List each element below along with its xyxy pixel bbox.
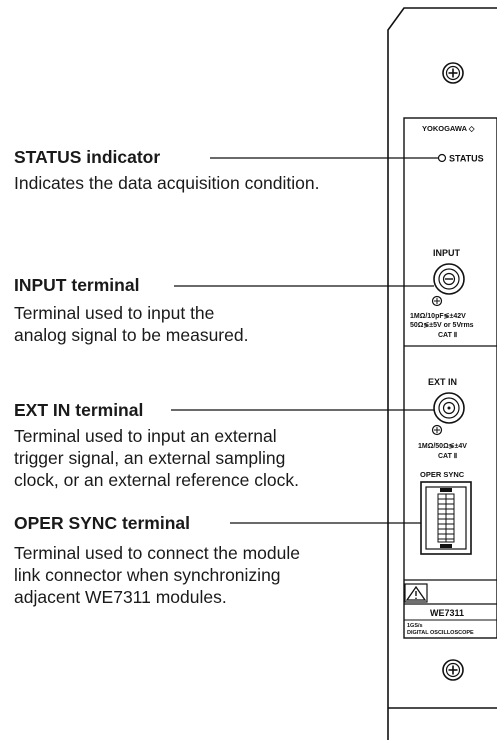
ext-in-cat-label: CAT Ⅱ (438, 452, 457, 460)
ext-in-label: EXT IN (428, 377, 457, 387)
input-spec-line-1: 1MΩ/10pF≶±42V (410, 313, 466, 320)
oper-sync-label: OPER SYNC (420, 470, 465, 479)
bottom-screw-icon (442, 659, 464, 681)
oper-sync-callout: OPER SYNC terminal Terminal used to conn… (14, 512, 300, 608)
input-label: INPUT (433, 248, 461, 258)
model-name: WE7311 (430, 608, 464, 618)
status-led-icon (437, 153, 447, 163)
input-cat-label: CAT Ⅱ (438, 331, 457, 339)
input-bnc-connector-icon (431, 263, 465, 307)
oper-sync-callout-title: OPER SYNC terminal (14, 513, 191, 533)
ext-in-bnc-connector-icon (431, 392, 465, 436)
status-callout: STATUS indicator Indicates the data acqu… (14, 146, 319, 194)
model-sub-speed: 1GS/s (407, 623, 423, 629)
ext-in-callout-title: EXT IN terminal (14, 400, 144, 420)
input-callout: INPUT terminal Terminal used to input th… (14, 274, 248, 346)
ext-in-callout: EXT IN terminal Terminal used to input a… (14, 399, 299, 491)
brand-logo: YOKOGAWA ◇ (422, 124, 476, 133)
warning-triangle-icon (404, 583, 428, 603)
leader-lines (171, 157, 438, 524)
status-callout-desc: Indicates the data acquisition condition… (14, 173, 320, 193)
ext-in-spec: 1MΩ/50Ω≶±4V (418, 443, 467, 450)
module-frame (387, 7, 497, 740)
oper-sync-connector-icon (420, 481, 472, 555)
input-callout-title: INPUT terminal (14, 275, 140, 295)
top-screw-icon (442, 62, 464, 84)
status-callout-title: STATUS indicator (14, 147, 161, 167)
model-sub-type: DIGITAL OSCILLOSCOPE (407, 630, 474, 636)
ext-in-callout-desc: Terminal used to input an external trigg… (14, 426, 299, 490)
input-callout-desc: Terminal used to input the analog signal… (14, 303, 249, 345)
input-spec-line-2: 50Ω≶±5V or 5Vrms (410, 322, 474, 329)
oper-sync-callout-desc: Terminal used to connect the module link… (14, 543, 300, 607)
status-label: STATUS (449, 154, 484, 164)
